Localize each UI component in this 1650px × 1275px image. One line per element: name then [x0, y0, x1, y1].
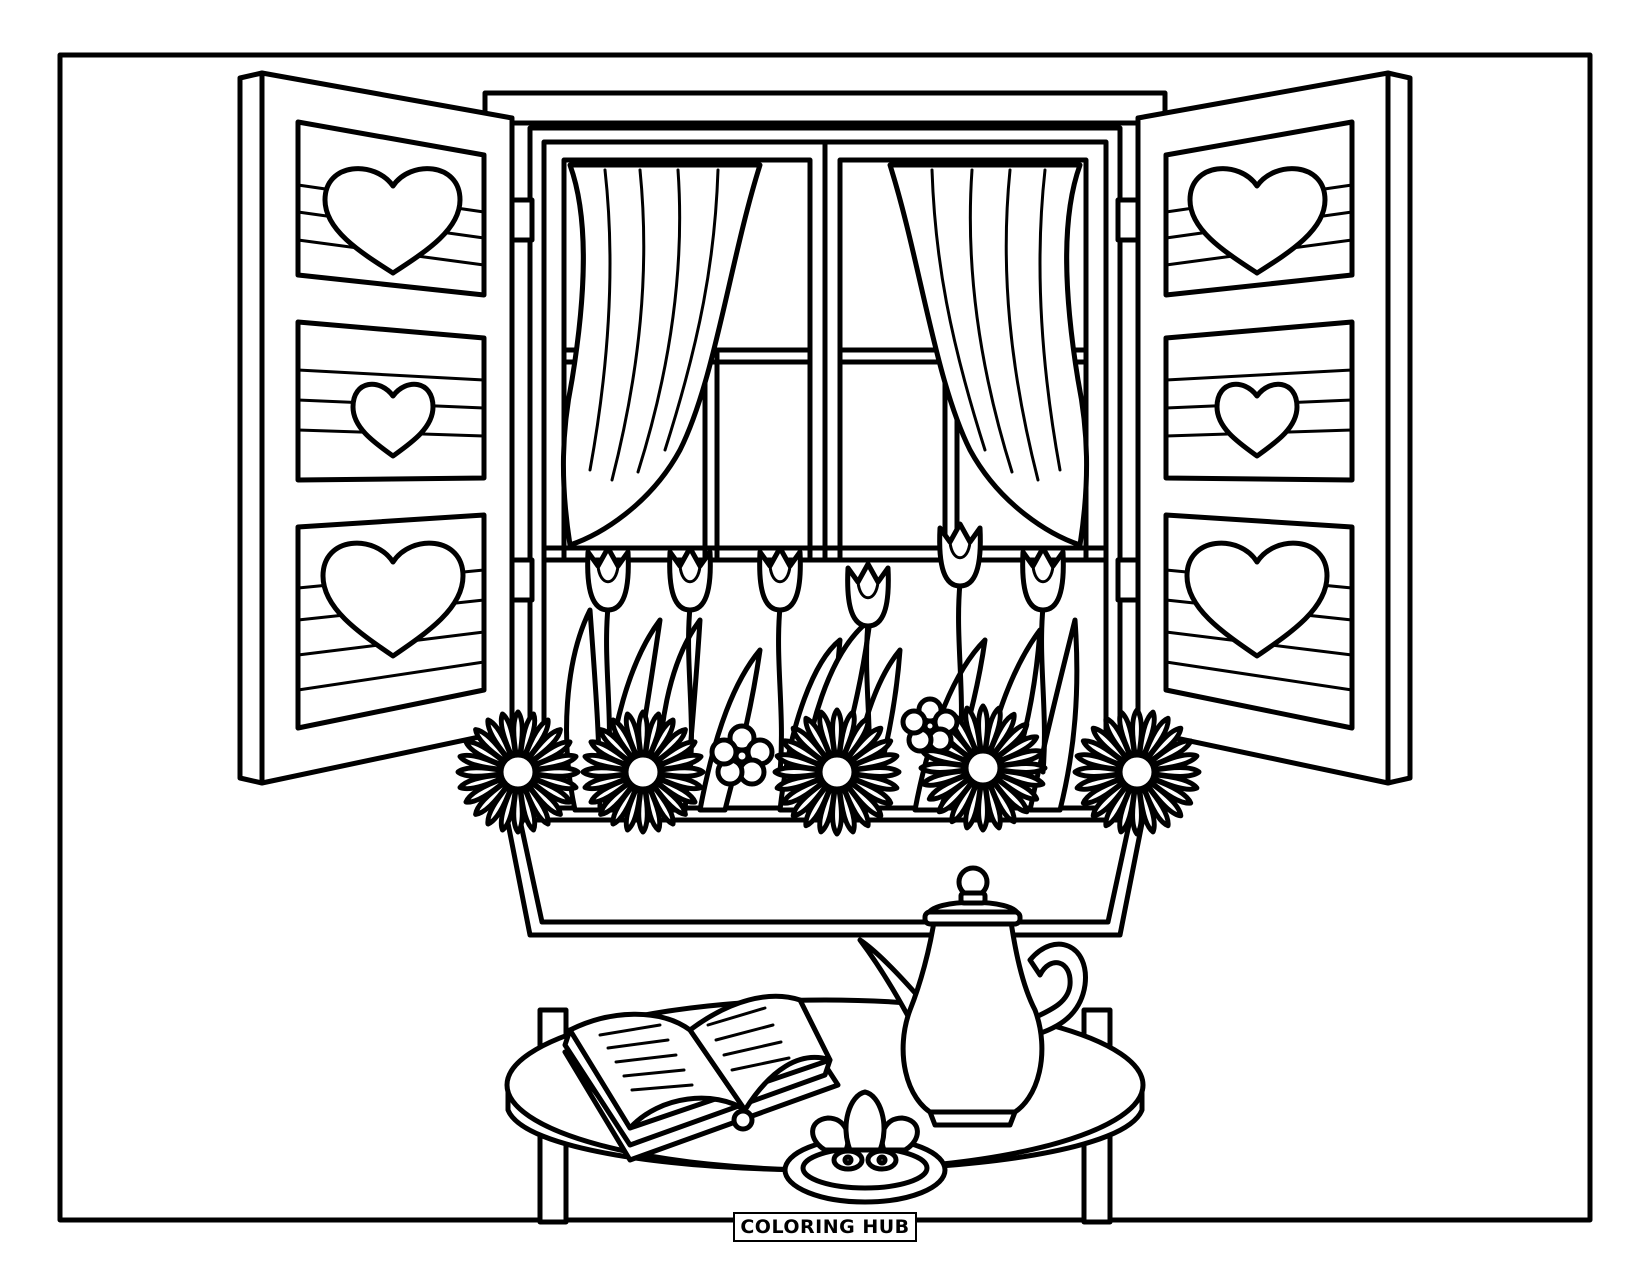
daisy-center: [817, 752, 857, 792]
tulip-bloom: [585, 545, 631, 613]
heart-icon: [350, 381, 436, 459]
left-curtain-fold-2: [610, 168, 646, 482]
daisy-petal: [1149, 752, 1200, 772]
tulip-stem: [686, 604, 694, 775]
daisy-center: [1117, 752, 1157, 792]
tulip-petal-line: [596, 564, 620, 584]
window-top-frame: [482, 90, 1168, 126]
right-curtain-fold-2: [1004, 168, 1040, 482]
left-curtain: [560, 162, 763, 548]
heart-icon: [320, 540, 466, 659]
tulip-petal-line: [1031, 564, 1055, 584]
book-right-page: [687, 993, 833, 1113]
heart-icon: [1184, 540, 1330, 659]
tulip-petal-line: [768, 564, 792, 584]
right-shutter: [1135, 70, 1413, 786]
small-blossom: [900, 696, 960, 754]
right-shutter-edge: [1385, 70, 1413, 786]
teapot: [857, 865, 1088, 1128]
brand-badge: COLORING HUB: [733, 1212, 917, 1242]
plate-with-treats: [782, 1089, 948, 1205]
left-shutter-edge: [237, 70, 265, 786]
daisy: [772, 707, 902, 837]
left-curtain-fold-4: [663, 168, 720, 452]
tulip-stem: [776, 604, 784, 775]
tulip-bloom: [937, 521, 983, 589]
daisy-petal: [995, 748, 1046, 768]
heart-icon: [1187, 166, 1328, 276]
daisy-center: [623, 752, 663, 792]
tulip-bloom: [1020, 545, 1066, 613]
tulip: [667, 545, 713, 775]
tulip: [1020, 545, 1066, 775]
brand-label: COLORING HUB: [740, 1216, 910, 1238]
daisy-center: [963, 748, 1003, 788]
book-clasp: [731, 1108, 755, 1132]
tulip-petal-line: [856, 580, 880, 600]
daisy-petal: [655, 752, 704, 772]
daisy-petal: [530, 752, 579, 772]
tulip-bloom: [757, 545, 803, 613]
open-book: [562, 993, 841, 1163]
daisy-petal: [849, 752, 900, 772]
treat: [879, 1115, 920, 1153]
daisy: [580, 709, 706, 835]
daisy-center: [498, 752, 538, 792]
right-curtain-fold-3: [968, 168, 1014, 474]
daisies: [455, 703, 1202, 837]
teapot-lid-stem: [958, 890, 988, 906]
tulip-petal-line: [678, 564, 702, 584]
left-shutter: [237, 70, 515, 786]
right-curtain-fold-1: [1038, 168, 1062, 472]
daisy: [1072, 707, 1202, 837]
teapot-rim: [922, 909, 1023, 927]
tulip-stem: [1039, 604, 1047, 775]
tulip-bloom: [845, 561, 891, 629]
right-curtain-fold-4: [930, 168, 987, 452]
treat: [810, 1115, 851, 1153]
tulip-bloom: [667, 545, 713, 613]
daisy: [455, 709, 581, 835]
tulip-petal-line: [948, 540, 972, 560]
treat: [843, 1089, 887, 1153]
right-curtain: [887, 162, 1090, 548]
small-blossom: [709, 723, 775, 787]
heart-icon: [322, 166, 463, 276]
teapot-base: [927, 1109, 1018, 1128]
tulips: [585, 521, 1066, 791]
tulip: [757, 545, 803, 775]
left-curtain-fold-3: [636, 168, 682, 474]
flower-box-inner: [517, 817, 1133, 925]
teapot-body: [900, 912, 1045, 1118]
left-curtain-fold-1: [588, 168, 612, 472]
heart-icon: [1214, 381, 1300, 459]
